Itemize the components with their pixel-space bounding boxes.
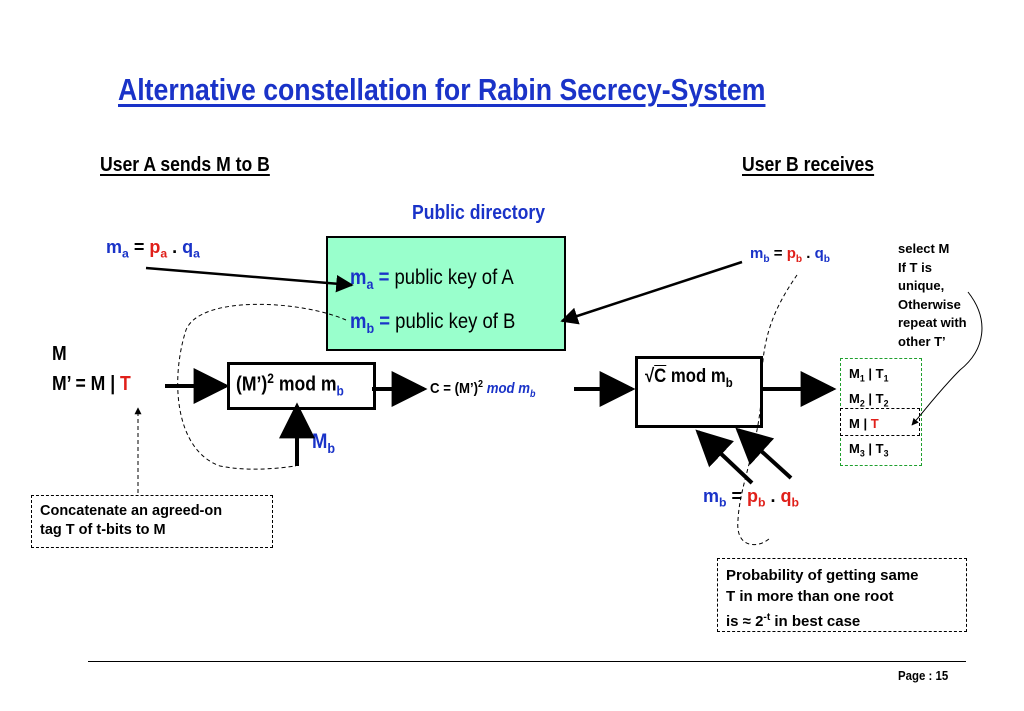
page-number: Page : 15	[898, 668, 949, 683]
public-directory-box	[326, 236, 566, 351]
key-b-formula-bottom: mb = pb . qb	[703, 486, 799, 510]
candidate-selected: M | T	[849, 416, 879, 431]
candidate-2: M2 | T2	[849, 391, 889, 409]
decrypt-formula: √C mod mb	[645, 366, 733, 390]
arrow-q-to-decrypt	[735, 427, 793, 480]
arrow-key-a-to-directory	[145, 266, 354, 293]
encrypt-box	[227, 362, 376, 410]
key-b-formula-top: mb = pb . qb	[750, 245, 831, 265]
slide-title: Alternative constellation for Rabin Secr…	[118, 72, 765, 108]
ciphertext-label: C = (M’)2 mod mb	[430, 379, 536, 400]
mb-input-label: Mb	[312, 430, 336, 458]
candidate-1: M1 | T1	[849, 366, 889, 384]
directory-entry-b: mb = public key of B	[350, 310, 516, 338]
message-m: M	[52, 343, 67, 365]
encrypt-formula: (M’)2 mod mb	[236, 371, 344, 399]
dashed-directory-to-mb	[177, 303, 347, 470]
decrypt-box	[635, 356, 763, 428]
directory-entry-a: ma = public key of A	[350, 266, 514, 294]
message-m-prime: M’ = M | T	[52, 373, 131, 395]
probability-note-box	[717, 558, 967, 632]
selected-candidate-frame	[840, 408, 920, 436]
key-a-formula: ma = pa . qa	[106, 237, 200, 261]
arrow-p-to-decrypt	[695, 429, 754, 485]
arrow-select-note-to-candidate	[911, 291, 983, 426]
footer-rule	[88, 661, 966, 662]
arrow-key-b-to-directory	[560, 260, 743, 325]
candidate-3: M3 | T3	[849, 441, 889, 459]
title-part-2: Rabin Secrecy-System	[477, 72, 766, 107]
user-b-header: User B receives	[742, 154, 875, 176]
concatenate-note-box	[31, 495, 273, 548]
title-part-1: Alternative constellation for	[118, 72, 478, 107]
public-directory-label: Public directory	[412, 202, 546, 224]
user-a-header: User A sends M to B	[100, 154, 270, 176]
probability-note: Probability of getting same T in more th…	[726, 567, 919, 630]
dashed-key-b-link	[737, 274, 798, 545]
